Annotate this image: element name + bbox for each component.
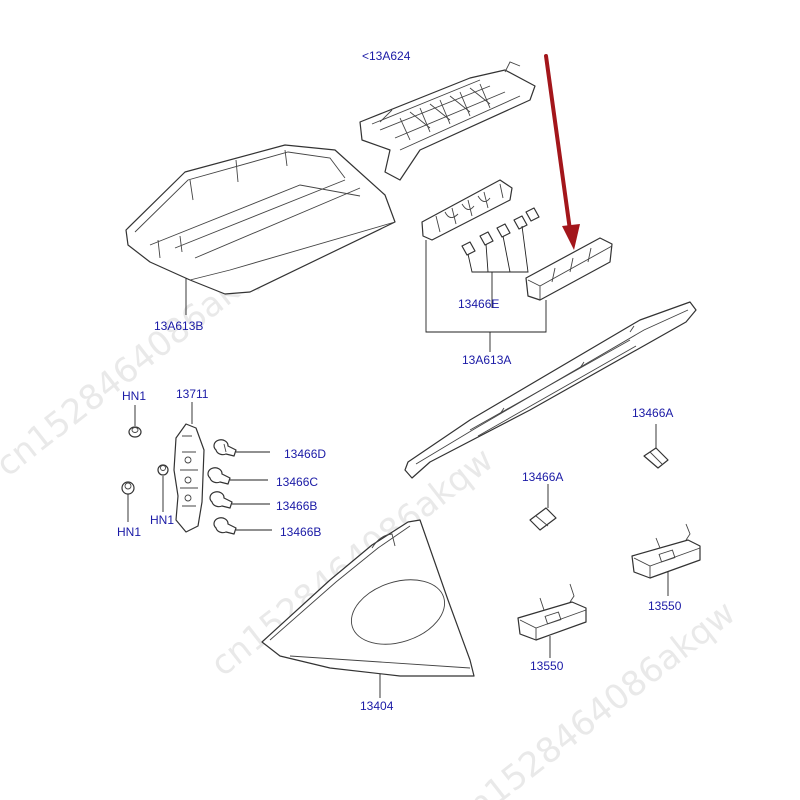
leaders-13466e	[425, 225, 547, 352]
label-13466c: 13466C	[276, 475, 318, 489]
stop-lamp-lens	[404, 301, 697, 479]
leaders-left-bulbs	[230, 451, 272, 531]
bulb-13466b-lower	[213, 517, 237, 535]
label-13550-left: 13550	[530, 659, 564, 673]
tail-lamp-13404	[261, 519, 475, 677]
label-13404: 13404	[360, 699, 394, 713]
label-hn1-bottom: HN1	[117, 525, 141, 539]
license-lamp-13550-left	[517, 583, 587, 641]
nut-hn1-middle	[157, 464, 169, 476]
cover-13a613b	[125, 144, 396, 295]
light-bar-13466e	[525, 237, 613, 301]
license-lamp-13550-right	[631, 523, 701, 579]
bulb-13466a-right	[643, 447, 669, 469]
bulb-13466a-middle	[529, 507, 557, 531]
nut-hn1-top	[128, 426, 142, 438]
bulb-13466b-upper	[209, 491, 233, 509]
bulb-13466c	[207, 467, 231, 485]
label-13466a-right: 13466A	[632, 406, 673, 420]
nut-hn1-bottom	[121, 481, 135, 495]
label-13466b-upper: 13466B	[276, 499, 317, 513]
label-13711: 13711	[176, 387, 209, 401]
highlight-arrow	[544, 54, 580, 250]
label-13466a-middle: 13466A	[522, 470, 563, 484]
socket-strip-13466e	[421, 179, 540, 256]
label-hn1-middle: HN1	[150, 513, 174, 527]
label-hn1-top: HN1	[122, 389, 146, 403]
label-13a613a: 13A613A	[462, 353, 511, 367]
holder-13711	[173, 423, 205, 533]
label-13466d: 13466D	[284, 447, 326, 461]
label-13466e: 13466E	[458, 297, 499, 311]
label-13a613b: 13A613B	[154, 319, 203, 333]
watermark-text-3: cn1528464086akqw	[445, 593, 743, 800]
watermark: cn1528464086akqw cn1528464086akqw cn1528…	[0, 240, 743, 800]
label-13a624: <13A624	[362, 49, 411, 63]
label-13466b-lower: 13466B	[280, 525, 321, 539]
label-13550-right: 13550	[648, 599, 682, 613]
bulb-13466d	[213, 439, 237, 457]
bracket-13a624	[359, 61, 536, 181]
